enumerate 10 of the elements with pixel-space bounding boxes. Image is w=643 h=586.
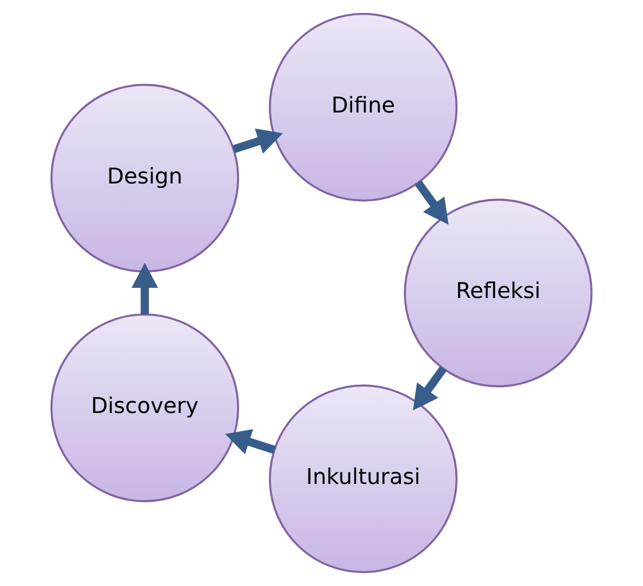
arrow — [132, 262, 158, 314]
arrow — [225, 429, 276, 454]
arrow — [232, 128, 283, 154]
node-circle: Design — [50, 84, 240, 272]
node-circle: Inkulturasi — [268, 384, 458, 574]
node-circle: Difine — [268, 12, 458, 202]
arrow — [412, 366, 447, 410]
node-circle: Discovery — [50, 314, 240, 502]
arrow — [414, 180, 449, 225]
node-circle: Refleksi — [404, 198, 593, 388]
